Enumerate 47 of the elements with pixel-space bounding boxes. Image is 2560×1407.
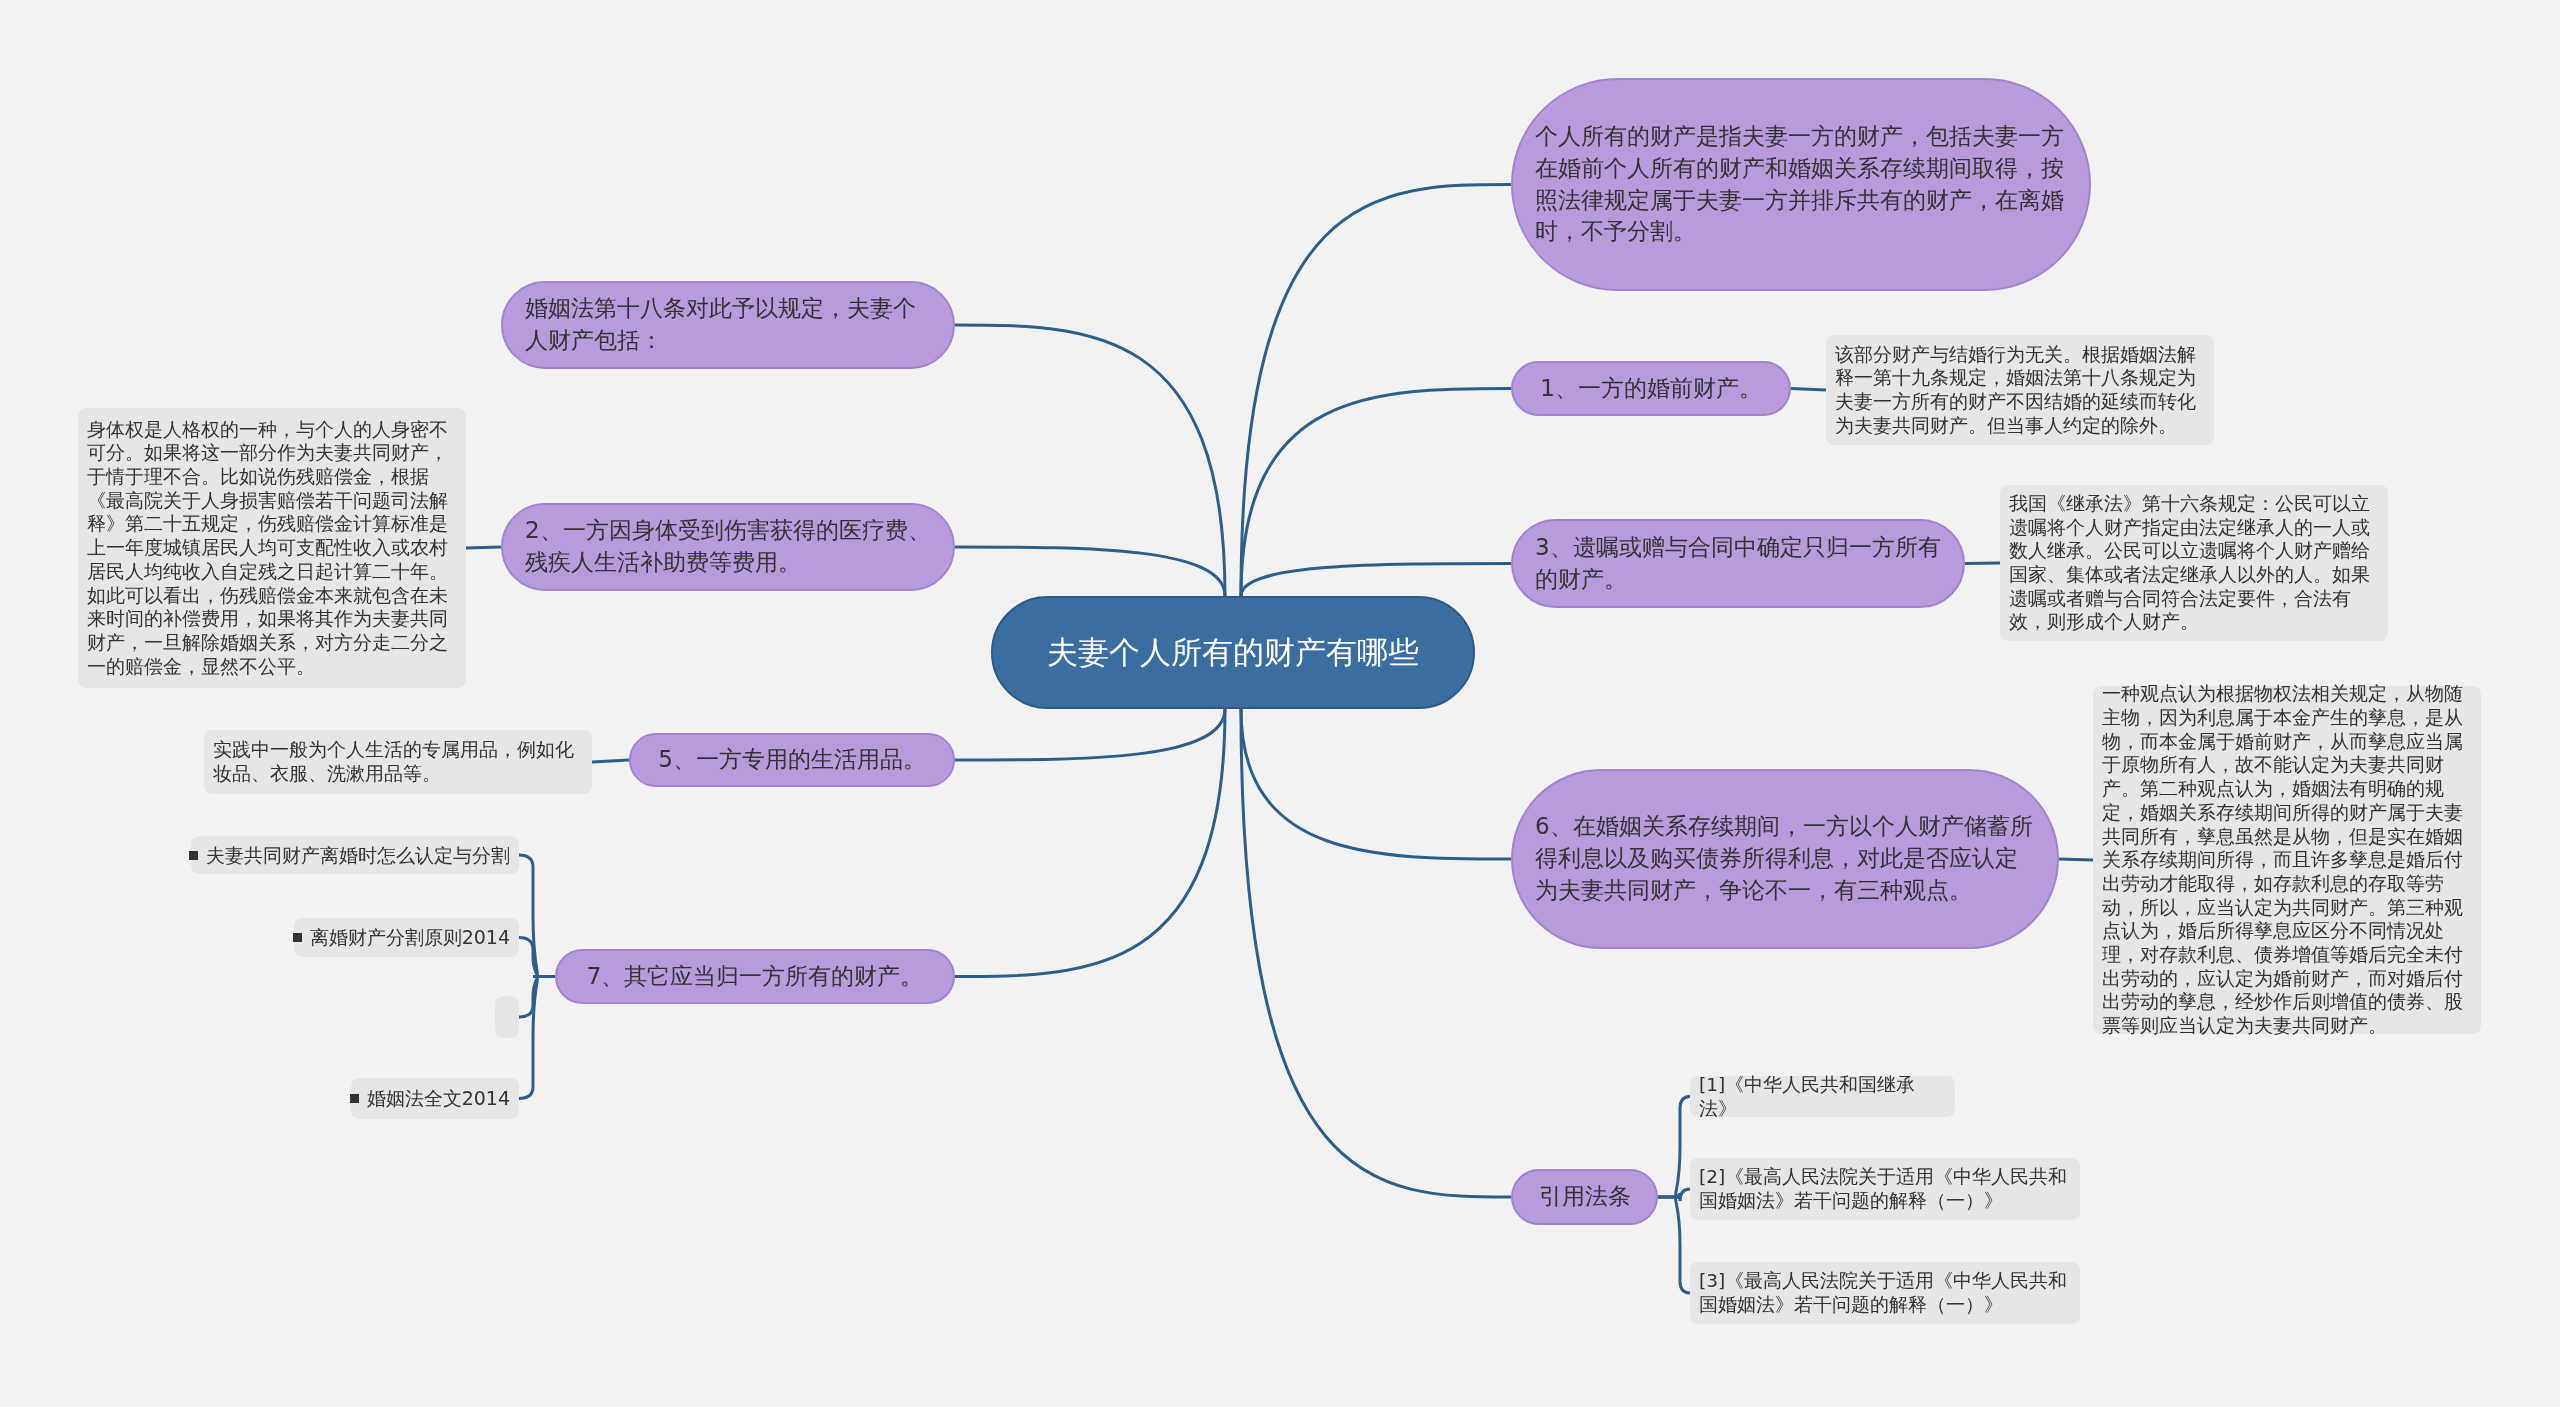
connector-line xyxy=(1790,387,1827,392)
item-text: 婚姻法全文2014 xyxy=(366,1086,510,1111)
connector-line xyxy=(955,708,1227,978)
note-text: 一种观点认为根据物权法相关规定，从物随主物，因为利息属于本金产生的孳息，是从物，而本金属于婚前财产，从而孳息应当属于原物所有人，故不能认定为夫妻共同财产。第二种观点认为，婚姻法有明确的规定，婚姻关系存续期间所得的财产属于夫妻共同所有，孳息虽然是从物，但是实在婚姻关系存续期间所得，而且许多孳息是婚后付出劳动才能取得，如存款利息的存取等劳动，所以，应当认定为共同财产。第三种观点认为，婚后所得孳息应区分不同情况处理，对存款利息、债券增值等婚后完全未付出劳动的，应认定为婚前财产，而对婚后付出劳动的孳息，经炒作后则增值的债券、股票等则应当认定为夫妻共同财产。 xyxy=(2102,682,2464,1038)
item-box xyxy=(495,996,519,1038)
topic-text: 2、一方因身体受到伤害获得的医疗费、残疾人生活补助费等费用。 xyxy=(525,516,931,577)
note-box xyxy=(204,730,592,794)
note-box xyxy=(1690,1262,2080,1324)
note-text: [3]《最高人民法院关于适用《中华人民共和国婚姻法》若干问题的解释（一）》 xyxy=(1699,1269,2069,1317)
topic-bubble xyxy=(1511,361,1791,416)
topic-bubble xyxy=(1511,1169,1658,1225)
connector-line xyxy=(518,975,555,1100)
topic-text: 个人所有的财产是指夫妻一方的财产，包括夫妻一方在婚前个人所有的财产和婚姻关系存续期间取得，按照法律规定属于夫妻一方并排斥共有的财产，在离婚时，不予分割。 xyxy=(1535,122,2065,247)
topic-text: 3、遗嘱或赠与合同中确定只归一方所有的财产。 xyxy=(1535,532,1941,594)
connector-line xyxy=(1239,183,1511,597)
connector-line xyxy=(465,545,502,550)
item-text: 离婚财产分割原则2014 xyxy=(309,925,510,950)
item-box xyxy=(294,918,519,957)
topic-text: 夫妻个人所有的财产有哪些 xyxy=(1047,633,1419,672)
topic-text: 1、一方的婚前财产。 xyxy=(1540,373,1762,403)
connector-line xyxy=(2058,857,2094,862)
note-box xyxy=(1690,1076,1955,1117)
topic-text: 6、在婚姻关系存续期间，一方以个人财产储蓄所得利息以及购买债券所得利息，对此是否应认定为夫妻共同财产，争论不一，有三种观点。 xyxy=(1535,812,2034,905)
topic-bubble xyxy=(555,949,955,1004)
note-text: 身体权是人格权的一种，与个人的人身密不可分。如果将这一部分作为夫妻共同财产，于情于理不合。比如说伤残赔偿金，根据《最高院关于人身损害赔偿若干问题司法解释》第二十五规定，伤残赔偿金计算标准是上一年度城镇居民人均可支配性收入或农村居民人均纯收入自定残之日起计算二十年。如此可以看出，伤残赔偿金本来就包含在未来时间的补偿费用，如果将其作为夫妻共同财产，一旦解除婚姻关系，对方分走二分之一的赔偿金，显然不公平。 xyxy=(87,417,449,679)
topic-text: 7、其它应当归一方所有的财产。 xyxy=(586,961,924,991)
note-text: 我国《继承法》第十六条规定：公民可以立遗嘱将个人财产指定由法定继承人的一人或数人继承。公民可以立遗嘱将个人财产赠给国家、集体或者法定继承人以外的人。如果遗嘱或者赠与合同符合法定要件，合法有效，则形成个人财产。 xyxy=(2009,492,2371,634)
note-box xyxy=(1826,335,2214,445)
connector-line xyxy=(1239,708,1511,1199)
topic-text: 5、一方专用的生活用品。 xyxy=(658,745,926,775)
item-text: 夫妻共同财产离婚时怎么认定与分割 xyxy=(206,842,510,868)
topic-text: 引用法条 xyxy=(1538,1182,1631,1212)
note-text: [1]《中华人民共和国继承法》 xyxy=(1699,1072,1917,1121)
note-text: 该部分财产与结婚行为无关。根据婚姻法解释一第十九条规定，婚姻法第十八条规定为夫妻一方所有的财产不因结婚的延续而转化为夫妻共同财产。但当事人约定的除外。 xyxy=(1835,342,2197,438)
note-text: 实践中一般为个人生活的专属用品，例如化妆品、衣服、洗漱用品等。 xyxy=(213,738,575,786)
connector-line xyxy=(591,758,630,764)
note-box xyxy=(1690,1158,2080,1220)
item-box xyxy=(191,836,519,874)
item-box xyxy=(351,1078,519,1119)
topic-text: 婚姻法第十八条对此予以规定，夫妻个人财产包括： xyxy=(525,294,917,355)
connector-line xyxy=(1658,1195,1691,1295)
connector-line xyxy=(955,545,1227,597)
connector-line xyxy=(1964,561,2001,565)
note-box xyxy=(2000,485,2388,641)
note-text: [2]《最高人民法院关于适用《中华人民共和国婚姻法》若干问题的解释（一）》 xyxy=(1699,1165,2069,1213)
topic-bubble xyxy=(629,733,955,787)
connector-line xyxy=(1239,562,1511,597)
